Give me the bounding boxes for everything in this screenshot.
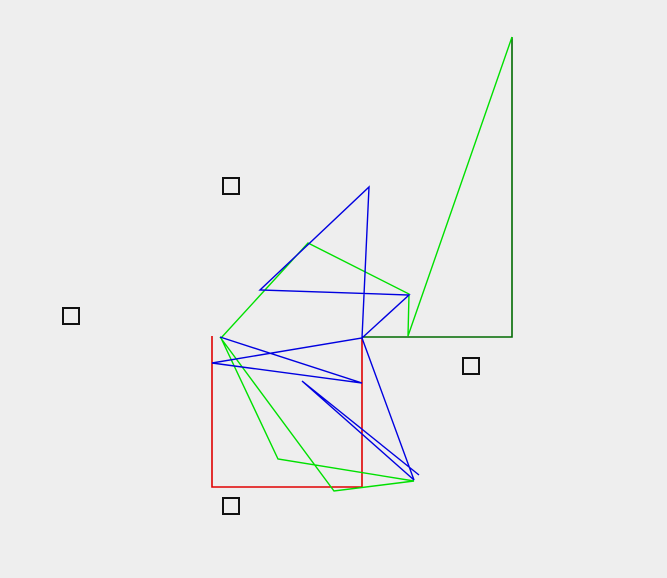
red-square-outline — [211, 336, 363, 488]
dark-green-corner-outline — [362, 37, 513, 338]
square-handle-top[interactable] — [222, 177, 240, 195]
square-handle-left[interactable] — [62, 307, 80, 325]
square-handle-right[interactable] — [462, 357, 480, 375]
blue-zigzag-path — [211, 185, 420, 481]
square-handle-bottom[interactable] — [222, 497, 240, 515]
